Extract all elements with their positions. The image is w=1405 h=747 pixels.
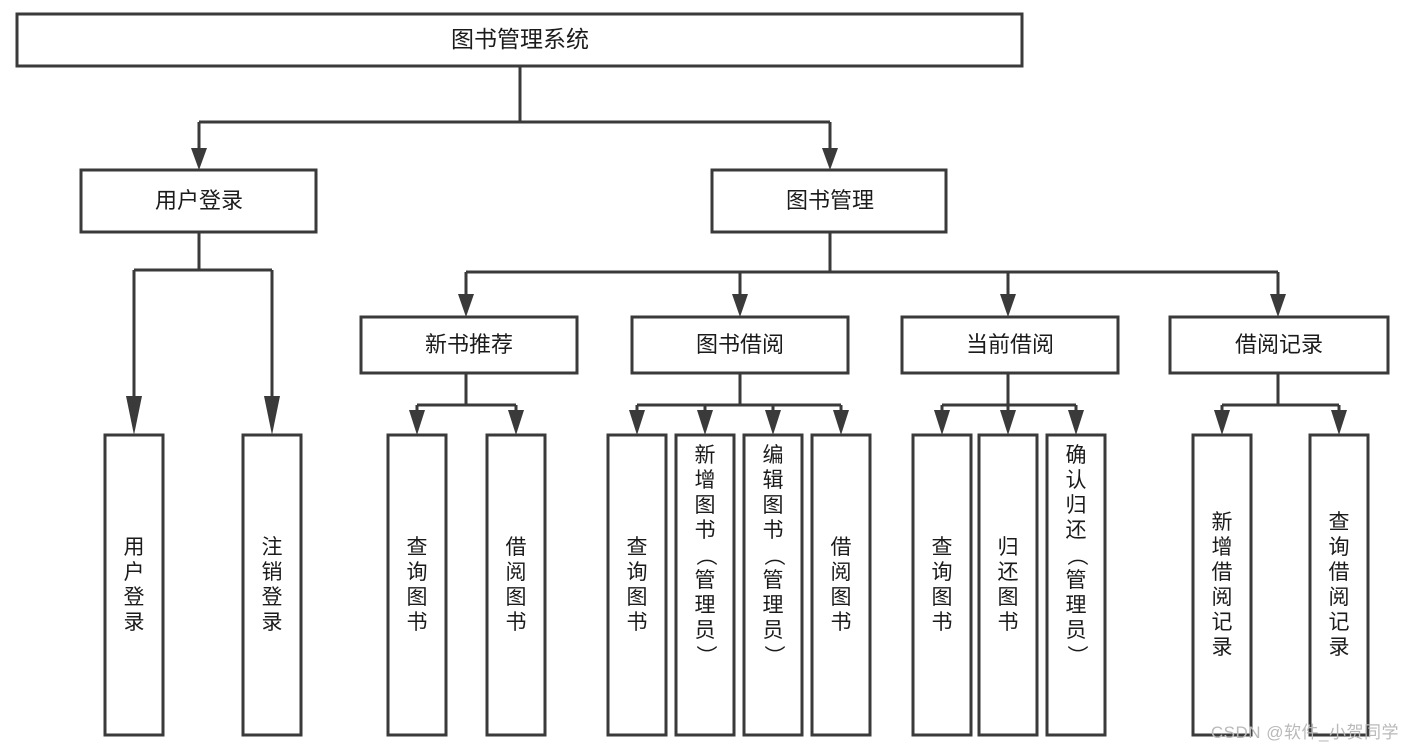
leaf-borrow-add-rect[interactable]	[674, 433, 736, 737]
node-user-login-rect[interactable]	[79, 168, 318, 234]
arrow-borrow-c3	[765, 410, 781, 435]
arrow-record-c1	[1214, 410, 1230, 435]
leaf-borrow-query-rect[interactable]	[606, 433, 668, 737]
node-new-book-recommend-label: 新书推荐	[425, 332, 513, 357]
node-borrow-record-rect[interactable]	[1168, 315, 1390, 375]
leaf-record-query-rect[interactable]	[1308, 433, 1370, 737]
arrow-newbook-c1	[409, 410, 425, 435]
arrow-borrow-c2	[697, 410, 713, 435]
arrow-bookmgmt-c4	[1270, 294, 1286, 317]
arrow-record-c2	[1331, 410, 1347, 435]
node-book-management-rect[interactable]	[710, 168, 948, 234]
leaf-record-add-rect[interactable]	[1191, 433, 1253, 737]
leaf-borrow-lend-rect[interactable]	[810, 433, 872, 737]
node-book-borrow-rect[interactable]	[630, 315, 850, 375]
arrow-userlogin-c1	[126, 396, 142, 435]
arrow-bookmgmt-c2	[732, 294, 748, 317]
arrow-borrow-c1	[629, 410, 645, 435]
leaf-logout-rect[interactable]	[241, 433, 303, 737]
node-root-rect[interactable]	[15, 12, 1024, 68]
leaf-user-login-rect[interactable]	[103, 433, 165, 737]
node-book-borrow-label: 图书借阅	[696, 332, 784, 357]
arrow-current-c1	[934, 410, 950, 435]
node-book-borrow[interactable]: 图书借阅	[630, 315, 850, 375]
arrow-to-userlogin	[191, 148, 207, 170]
node-current-borrow-label: 当前借阅	[966, 332, 1054, 357]
node-root[interactable]: 图书管理系统	[15, 12, 1024, 68]
node-current-borrow[interactable]: 当前借阅	[900, 315, 1120, 375]
node-user-login[interactable]: 用户登录	[79, 168, 318, 234]
node-book-management-label: 图书管理	[786, 188, 874, 213]
node-book-management[interactable]: 图书管理	[710, 168, 948, 234]
arrow-to-bookmgmt	[822, 148, 838, 170]
node-current-borrow-rect[interactable]	[900, 315, 1120, 375]
arrow-userlogin-c2	[264, 396, 280, 435]
node-new-book-recommend[interactable]: 新书推荐	[359, 315, 579, 375]
arrow-current-c3	[1068, 410, 1084, 435]
connectors	[126, 66, 1347, 435]
node-borrow-record[interactable]: 借阅记录	[1168, 315, 1390, 375]
arrow-bookmgmt-c3	[1000, 294, 1016, 317]
arrow-bookmgmt-c1	[458, 294, 474, 317]
leaf-current-return-rect[interactable]	[977, 433, 1039, 737]
csdn-watermark: CSDN @软件_小贺同学	[1210, 723, 1399, 742]
node-root-label: 图书管理系统	[451, 26, 589, 52]
arrow-borrow-c4	[833, 410, 849, 435]
arrow-current-c2	[1000, 410, 1016, 435]
leaf-current-query-rect[interactable]	[911, 433, 973, 737]
leaf-newbook-query-rect[interactable]	[386, 433, 448, 737]
nodes: 图书管理系统 用户登录 图书管理 新书推荐 图书借阅	[15, 12, 1390, 737]
node-borrow-record-label: 借阅记录	[1235, 332, 1323, 357]
leaf-current-confirm-rect[interactable]	[1045, 433, 1107, 737]
leaf-newbook-borrow-rect[interactable]	[485, 433, 547, 737]
node-user-login-label: 用户登录	[155, 188, 243, 213]
arrow-newbook-c2	[508, 410, 524, 435]
node-new-book-recommend-rect[interactable]	[359, 315, 579, 375]
leaf-borrow-edit-rect[interactable]	[742, 433, 804, 737]
